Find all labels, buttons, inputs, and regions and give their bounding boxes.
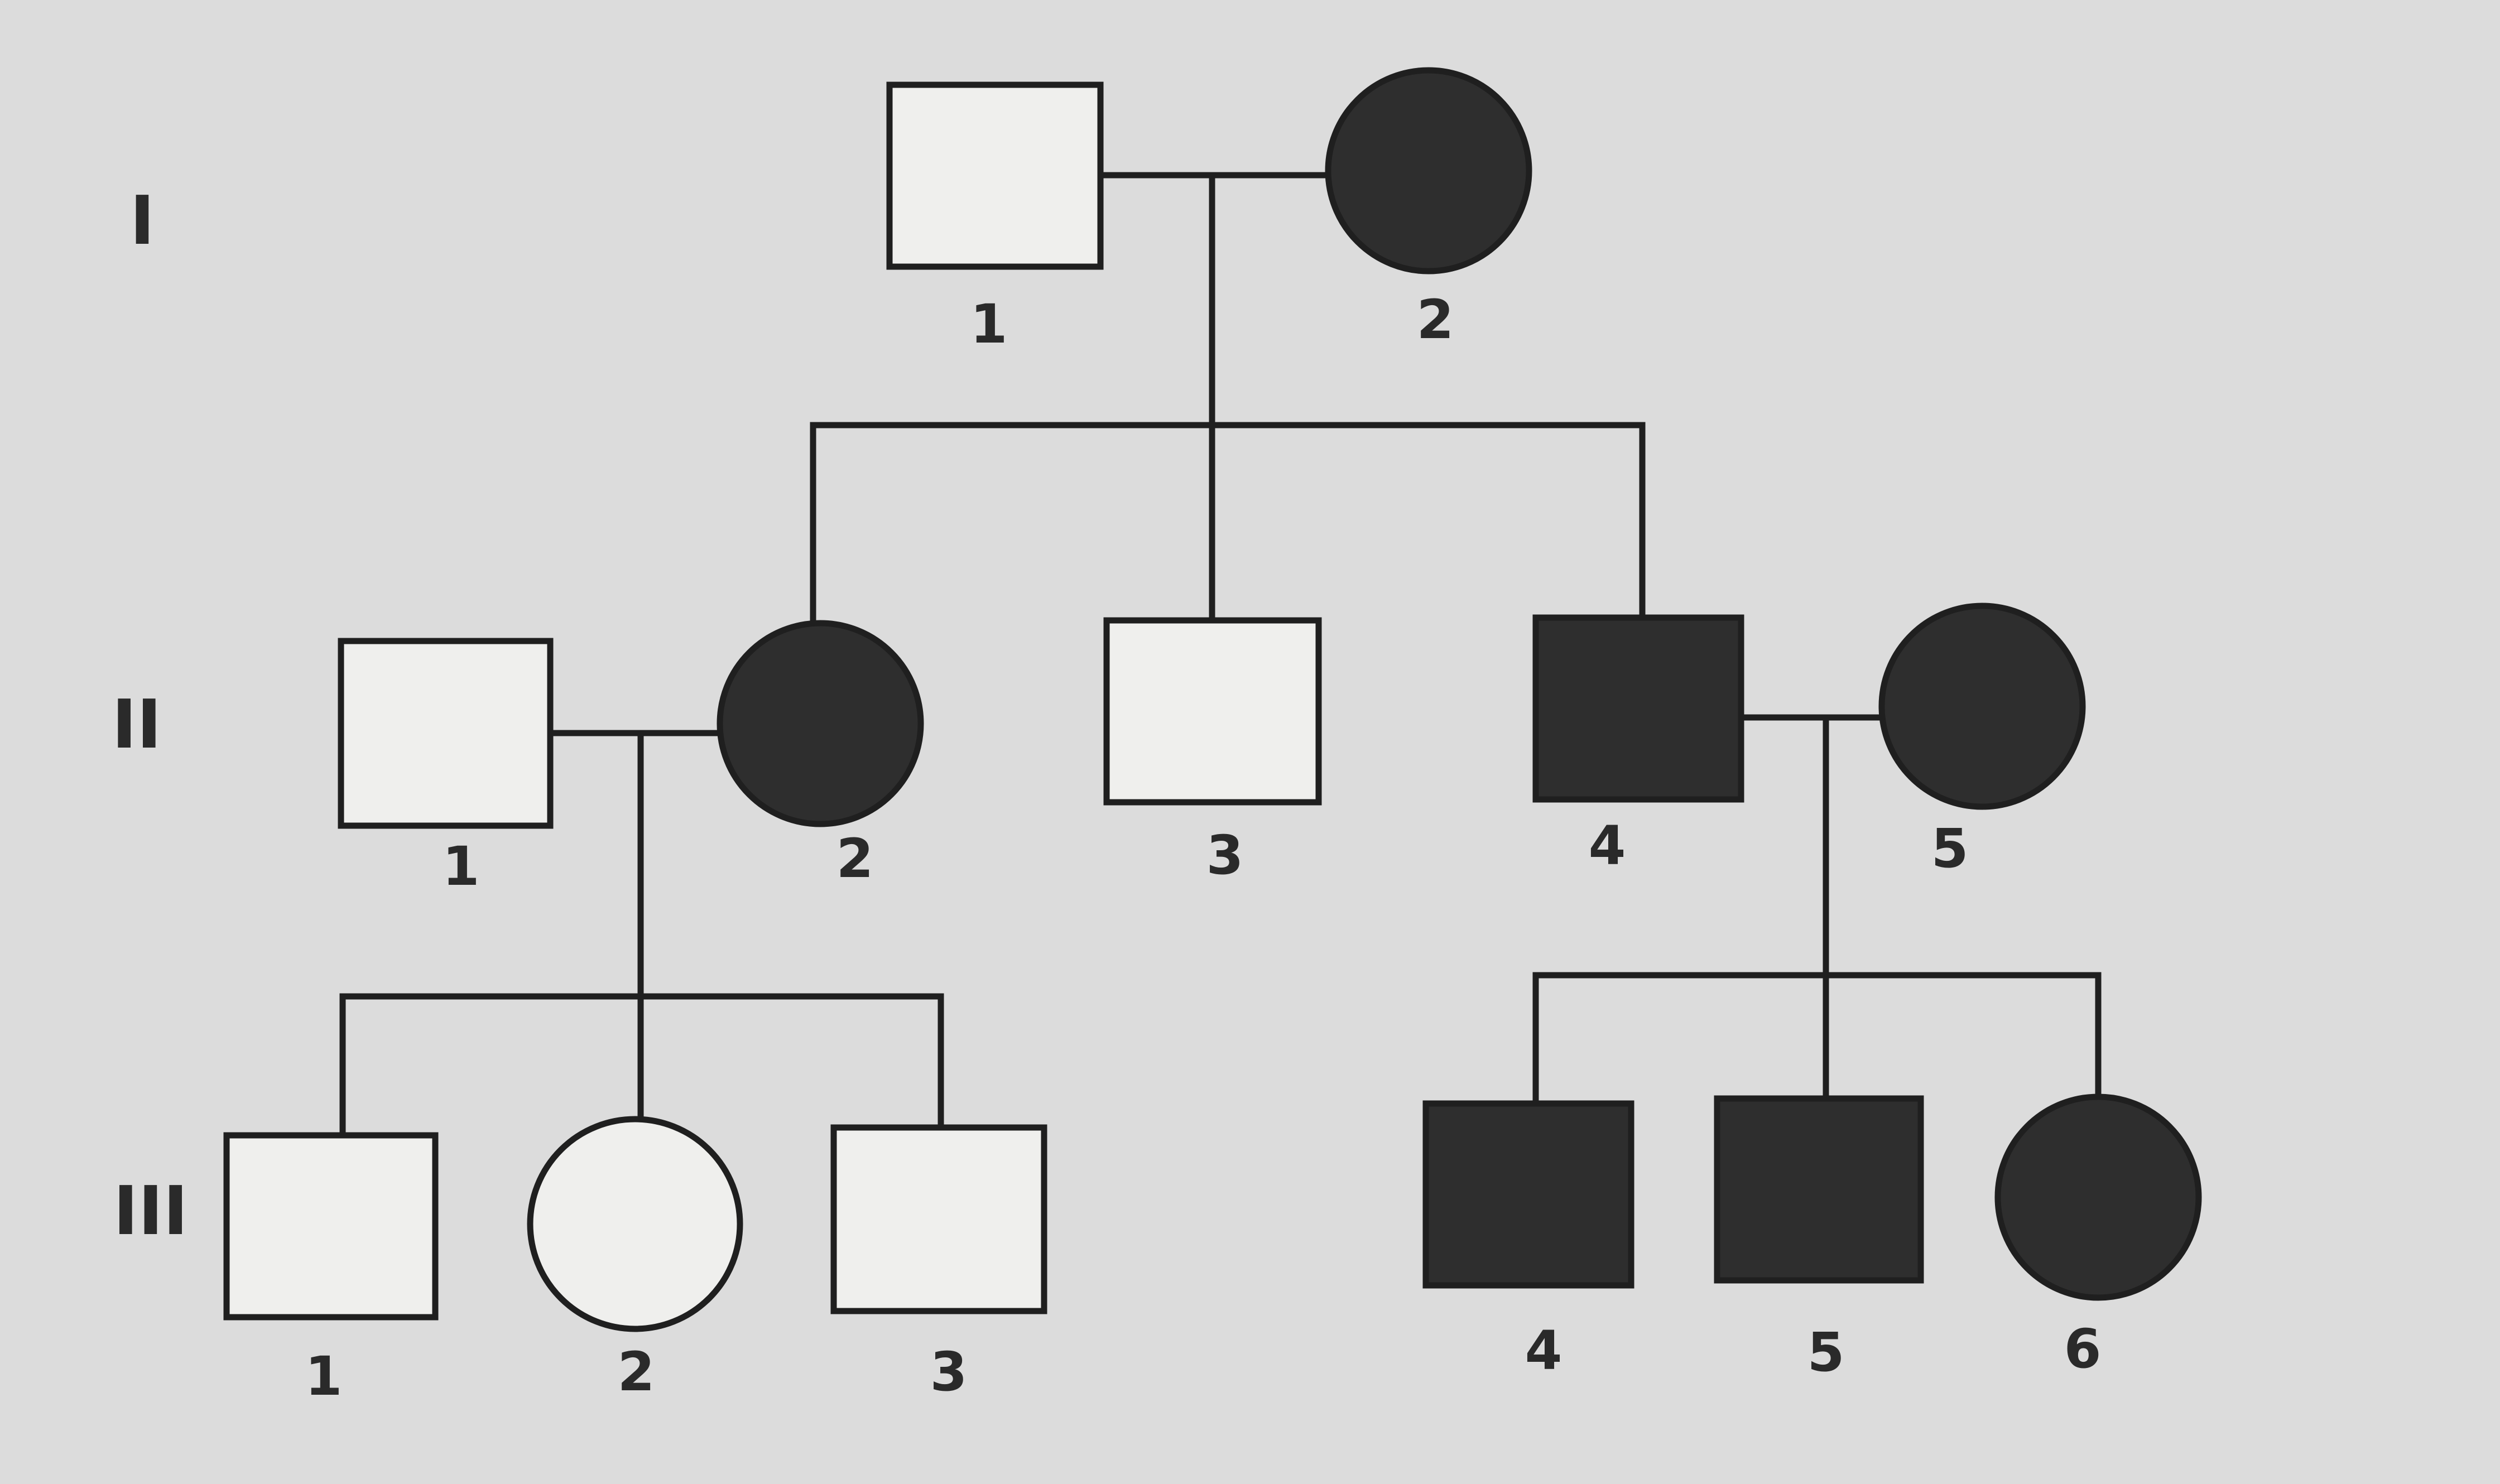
generation-label-ii: II — [112, 686, 161, 764]
individual-number-iii-3: 3 — [930, 1341, 968, 1403]
individual-iii-5-male-affected — [1714, 1095, 1924, 1284]
individual-iii-1-male-unaffected — [223, 1132, 439, 1321]
individual-number-iii-1: 1 — [305, 1345, 343, 1408]
individual-number-i-1: 1 — [970, 293, 1008, 355]
individual-ii-3-male-unaffected — [1103, 617, 1322, 806]
individual-number-ii-4: 4 — [1589, 815, 1626, 877]
individual-ii-4-male-affected — [1532, 614, 1744, 803]
individual-number-iii-2: 2 — [618, 1341, 655, 1403]
individual-ii-1-male-unaffected — [338, 638, 554, 829]
individual-i-2-female-affected — [1325, 67, 1532, 274]
generation-label-iii: III — [113, 1173, 188, 1250]
individual-number-iii-4: 4 — [1525, 1319, 1562, 1382]
individual-number-ii-2: 2 — [836, 827, 874, 890]
individual-iii-2-female-unaffected — [527, 1116, 743, 1332]
individual-iii-6-female-affected — [1994, 1093, 2202, 1301]
individual-ii-2-female-affected — [717, 620, 924, 827]
generation-label-i: I — [130, 182, 155, 260]
individual-number-iii-6: 6 — [2064, 1318, 2102, 1380]
individual-iii-4-male-affected — [1422, 1100, 1634, 1289]
individual-iii-3-male-unaffected — [830, 1124, 1047, 1314]
individual-number-iii-5: 5 — [1807, 1321, 1845, 1384]
individual-number-ii-1: 1 — [443, 835, 480, 898]
individual-number-ii-3: 3 — [1206, 824, 1244, 886]
individual-i-1-male-unaffected — [886, 81, 1104, 270]
individual-ii-5-female-affected — [1878, 603, 2086, 810]
individual-number-ii-5: 5 — [1931, 817, 1969, 880]
pedigree-lines — [339, 172, 2102, 1139]
individual-number-i-2: 2 — [1417, 288, 1454, 351]
